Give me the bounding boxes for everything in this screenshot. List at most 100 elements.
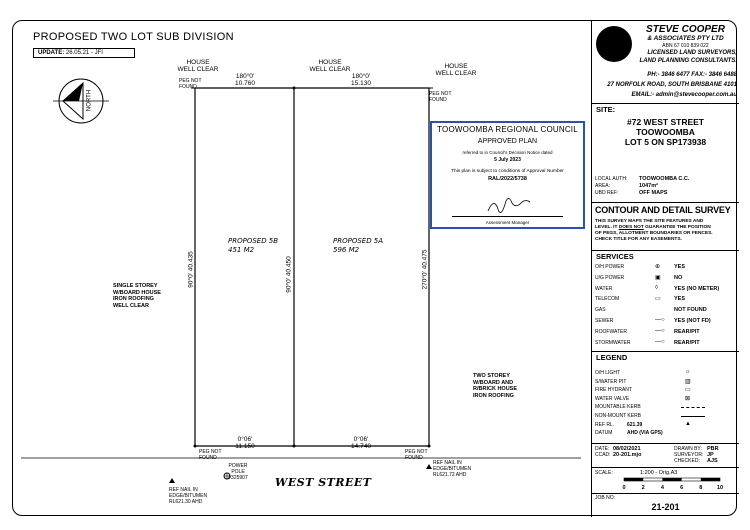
council-date: 5 July 2023 <box>494 157 521 163</box>
bearing-side-mid: 90°0' 40.450 <box>285 256 293 293</box>
scale-tick-label: 8 <box>699 485 703 491</box>
scale-bar <box>623 477 721 482</box>
legend-row: WATER VALVE⊠ <box>595 395 691 402</box>
legend-heading: LEGEND <box>596 353 628 362</box>
council-signer: Assessment Manager <box>485 220 530 225</box>
bearing-top-5b: 180°0'10.760 <box>235 73 255 87</box>
service-row: STORMWATER—○REAR/PIT <box>595 338 700 346</box>
peg-not-found-bl: PEG NOT FOUND <box>199 449 222 461</box>
legend-row: FIRE HYDRANT▭ <box>595 387 691 394</box>
service-row: ROOFWATER—○REAR/PIT <box>595 327 700 335</box>
council-status: APPROVED PLAN <box>477 138 538 145</box>
council-approval-stamp: TOOWOOMBA REGIONAL COUNCIL APPROVED PLAN… <box>430 121 585 229</box>
job-number: 21-201 <box>651 502 680 512</box>
company-sub: & ASSOCIATES PTY LTD <box>647 35 724 42</box>
scale-tick-label: 10 <box>717 485 724 491</box>
legend-row: S/WATER PIT▥ <box>595 378 691 385</box>
legend-row: O/H LIGHT☼ <box>595 369 691 376</box>
scale-tick-label: 6 <box>680 485 684 491</box>
council-ref: referred to in Council's Decision Notice… <box>462 150 553 155</box>
legend-row: MOUNTABLE KERB <box>595 404 737 412</box>
company-logo-icon <box>596 26 632 62</box>
meta-scale-label: SCALE: <box>595 470 613 476</box>
service-row: O/H POWER⊕YES <box>595 264 686 270</box>
service-symbol-icon: —○ <box>655 338 665 345</box>
north-arrow-icon <box>53 78 109 124</box>
drawing-sheet: PROPOSED TWO LOT SUB DIVISION UPDATE: 26… <box>12 20 739 517</box>
council-conditions: This plan is subject to conditions of Ap… <box>451 169 564 174</box>
meta-checked: CHECKED:AJS <box>674 458 718 464</box>
legend-row: NON-MOUNT KERB <box>595 413 737 421</box>
service-symbol-icon: ▣ <box>655 274 661 281</box>
meta-drawn: DRAWN BY:PBR <box>674 446 719 452</box>
site-area: AREA:1047m² <box>595 183 658 189</box>
meta-surveyor: SURVEYOR:JP <box>674 452 714 458</box>
company-line2: LAND PLANNING CONSULTANTS. <box>639 58 737 64</box>
bearing-top-5a: 180°0'15.130 <box>351 73 371 87</box>
company-abn: ABN 67 010 839 022 <box>662 43 709 49</box>
signature-line <box>452 216 563 217</box>
company-line1: LICENSED LAND SURVEYORS, <box>647 50 737 56</box>
service-symbol-icon: ▭ <box>655 296 661 303</box>
title-block: STEVE COOPER & ASSOCIATES PTY LTD ABN 67… <box>591 21 739 517</box>
bearing-side-right: 270°0' 40.475 <box>421 249 429 290</box>
drawing-title: PROPOSED TWO LOT SUB DIVISION <box>33 31 234 43</box>
service-symbol-icon: —○ <box>655 327 665 334</box>
council-name: TOOWOOMBA REGIONAL COUNCIL <box>437 125 578 134</box>
company-name: STEVE COOPER <box>646 24 725 35</box>
council-approval-number: RAL/2022/5738 <box>488 176 527 182</box>
peg-not-found-br: PEG NOT FOUND <box>405 449 428 461</box>
plan-lines <box>21 78 581 483</box>
service-symbol-icon: ◊ <box>655 284 658 291</box>
update-label: UPDATE: <box>38 50 65 56</box>
legend-symbol-icon: ⊠ <box>685 395 691 402</box>
meta-scale: 1:200 - Orig.A3 <box>640 470 678 476</box>
job-label: JOB NO: <box>595 495 616 501</box>
scale-tick-label: 0 <box>622 485 626 491</box>
ubd-ref: UBD REF:OFF MAPS <box>595 190 668 196</box>
service-row: SEWER—○YES (NOT FD) <box>595 317 711 324</box>
contour-heading: CONTOUR AND DETAIL SURVEY <box>595 205 731 215</box>
service-row: WATER◊YES (NO METER) <box>595 284 720 292</box>
local-auth: LOCAL AUTH:TOOWOOMBA C.C. <box>595 176 690 182</box>
bearing-bottom-5a: 0°06'14.740 <box>351 436 371 450</box>
scale-tick-label: 2 <box>641 485 645 491</box>
update-box: UPDATE: 26.05.21 - JFI <box>33 48 135 58</box>
service-symbol-icon: —○ <box>655 317 665 323</box>
site-heading: SITE: <box>596 105 616 114</box>
legend-symbol-icon: ▲ <box>685 420 691 427</box>
bearing-side-left: 90°0' 40.435 <box>187 251 195 288</box>
scale-tick-label: 4 <box>660 485 664 491</box>
legend-symbol-icon: ☼ <box>685 369 691 375</box>
service-symbol-icon: ⊕ <box>655 264 661 270</box>
legend-symbol-icon: ▥ <box>685 378 691 385</box>
bearing-bottom-5b: 0°06'11.150 <box>235 436 255 450</box>
meta-date: DATE:08/02/2021 <box>595 446 641 452</box>
company-email: EMAIL:- admin@stevecooper.com.au <box>631 92 737 98</box>
legend-row: REF RL.▲621.39 <box>595 420 691 428</box>
services-heading: SERVICES <box>596 252 634 261</box>
legend-symbol-icon: ▭ <box>685 387 691 394</box>
company-phone: PH:- 3846 6477 FAX:- 3846 6488 <box>647 72 737 78</box>
service-row: TELECOM▭YES <box>595 296 686 303</box>
contour-note: THIS SURVEY MAPS THE SITE FEATURES AND L… <box>595 219 713 242</box>
north-label: NORTH <box>86 89 93 112</box>
update-value: 26.05.21 - JFI <box>65 50 103 56</box>
service-row: U/G POWER▣NO <box>595 274 683 281</box>
company-address: 27 NORFOLK ROAD, SOUTH BRISBANE 4101 <box>607 82 737 88</box>
peg-not-found-tl: PEG NOT FOUND <box>179 78 202 90</box>
peg-not-found-tr: PEG NOT FOUND <box>429 91 452 103</box>
meta-ccad: CCAD:20-201.mjo <box>595 452 642 458</box>
